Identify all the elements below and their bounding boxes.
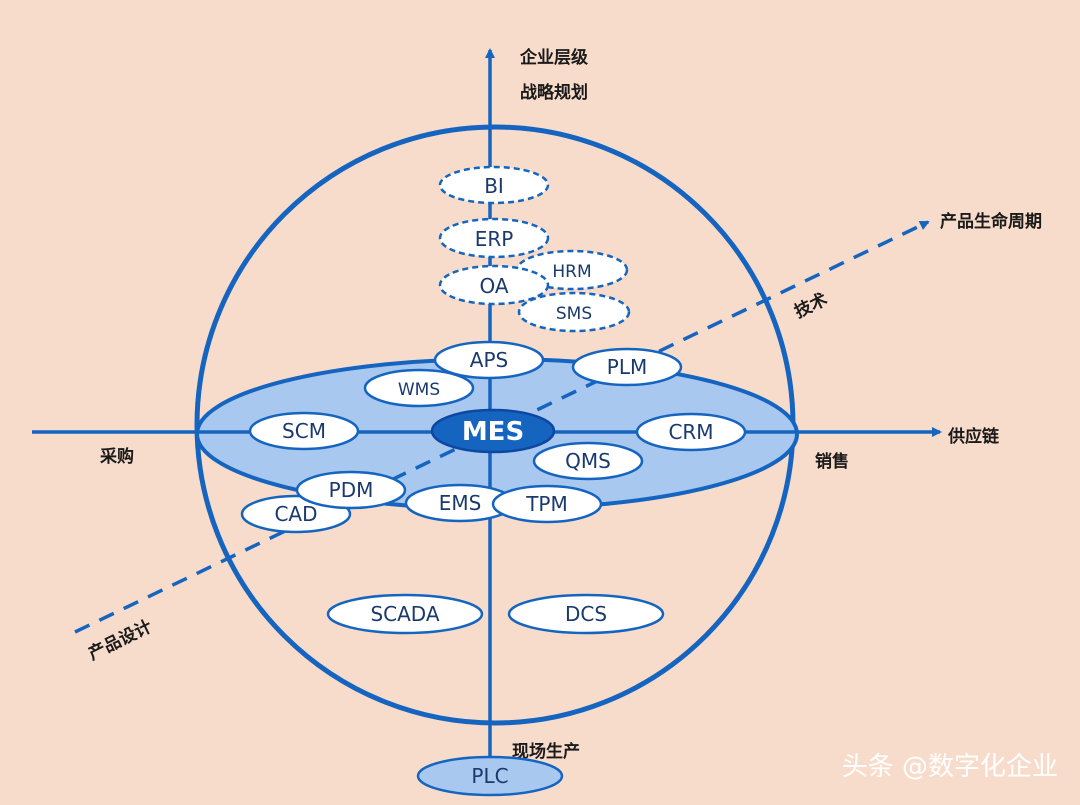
node-dcs: DCS	[507, 593, 665, 635]
diagonal-end-label: 产品生命周期	[940, 211, 1042, 232]
node-bi: BI	[438, 165, 550, 205]
node-scm-label: SCM	[282, 419, 326, 443]
node-erp: ERP	[438, 217, 550, 259]
node-oa: OA	[438, 264, 550, 306]
node-mes: MES	[430, 408, 556, 454]
node-scm: SCM	[248, 411, 360, 451]
node-pdm: PDM	[295, 470, 407, 510]
node-plc: PLC	[416, 755, 564, 797]
node-cad-label: CAD	[274, 502, 317, 526]
node-mes-label: MES	[462, 417, 524, 447]
node-qms-label: QMS	[565, 449, 611, 473]
node-scada-label: SCADA	[370, 602, 439, 626]
node-bi-label: BI	[484, 174, 504, 198]
node-plm: PLM	[571, 347, 683, 387]
top-axis-label-1: 企业层级	[519, 47, 588, 68]
left-axis-label: 采购	[99, 446, 134, 467]
node-wms: WMS	[363, 368, 475, 408]
diagonal-tech-label: 技术	[791, 289, 831, 323]
right-axis-label: 供应链	[947, 426, 1000, 447]
node-aps: APS	[433, 340, 545, 380]
node-sms-label: SMS	[556, 304, 592, 324]
node-erp-label: ERP	[475, 227, 514, 251]
node-ems-label: EMS	[439, 491, 482, 515]
node-crm-label: CRM	[668, 420, 713, 444]
node-oa-label: OA	[479, 274, 508, 298]
node-pdm-label: PDM	[329, 478, 374, 502]
right-below-label: 销售	[815, 451, 849, 472]
top-axis-label-2: 战略规划	[520, 82, 588, 103]
node-wms-label: WMS	[398, 380, 440, 400]
node-tpm: TPM	[491, 484, 603, 524]
watermark-text: 头条 @数字化企业	[842, 752, 1058, 782]
node-plm-label: PLM	[607, 355, 647, 379]
diagonal-start-label: 产品设计	[85, 616, 155, 665]
node-scada: SCADA	[326, 593, 484, 635]
node-crm: CRM	[635, 412, 747, 452]
node-tpm-label: TPM	[525, 492, 568, 516]
node-qms: QMS	[532, 441, 644, 481]
node-plc-label: PLC	[471, 764, 508, 788]
node-dcs-label: DCS	[565, 602, 607, 626]
node-aps-label: APS	[470, 348, 508, 372]
node-hrm-label: HRM	[552, 262, 591, 282]
bottom-axis-label: 现场生产	[512, 741, 580, 762]
node-sms: SMS	[517, 291, 631, 333]
